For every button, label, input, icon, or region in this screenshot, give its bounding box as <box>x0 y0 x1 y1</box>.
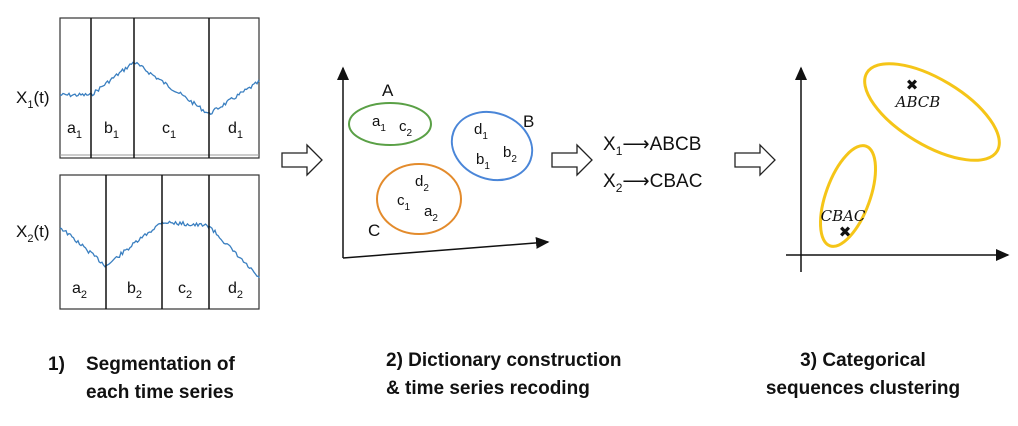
step2-caption-line2: & time series recoding <box>386 378 590 399</box>
step3-caption-line1: 3) Categorical <box>800 350 926 371</box>
step-arrow-icon <box>281 143 323 177</box>
cluster-ellipse <box>863 62 1001 162</box>
cluster-c-ellipse <box>376 163 462 235</box>
step1-caption-line1: Segmentation of <box>86 354 236 375</box>
cluster-b-ellipse <box>450 110 534 182</box>
point-marker-icon: ✖ <box>839 224 852 241</box>
member-label: d2 <box>415 173 429 194</box>
series2-line <box>59 220 260 279</box>
segment-label: c2 <box>178 280 192 301</box>
recoding-row: X2⟶CBAC <box>603 171 702 195</box>
clustering-panel: ✖ ABCB ✖ CBAC <box>786 62 1010 272</box>
x-axis <box>342 236 550 259</box>
cluster-ellipse <box>819 144 877 248</box>
segment-label: d1 <box>228 120 243 141</box>
segment-label: c1 <box>162 120 176 141</box>
sequence-label: ABCB <box>894 93 941 111</box>
series1-line <box>59 61 260 115</box>
series1-label: X1(t) <box>16 88 50 111</box>
point-marker-icon: ✖ <box>906 77 919 94</box>
captions: 1) Segmentation of each time series 2) D… <box>48 350 960 403</box>
member-label: b1 <box>476 151 490 172</box>
time-series-panel: X1(t) a1 b1 c1 d1 X2(t) a2 b2 c2 d2 <box>16 17 260 310</box>
step1-caption-line2: each time series <box>86 382 234 403</box>
recoding-row: X1⟶ABCB <box>603 134 701 158</box>
step-arrow-icon <box>734 143 776 177</box>
segment-label: a2 <box>72 280 87 301</box>
segment-label: d2 <box>228 280 243 301</box>
dictionary-panel: A a1 c2 B d1 b2 b1 C d2 c1 a2 <box>337 66 550 259</box>
cluster-a-ellipse <box>348 102 432 146</box>
cluster-a-label: A <box>382 81 394 100</box>
member-label: b2 <box>503 144 517 165</box>
series1-plot-frame <box>59 17 260 159</box>
member-label: d1 <box>474 121 488 142</box>
member-label: a2 <box>424 203 438 224</box>
series2-label: X2(t) <box>16 222 50 245</box>
step1-number: 1) <box>48 354 65 375</box>
cluster-b-label: B <box>523 112 534 131</box>
step3-caption-line2: sequences clustering <box>766 378 960 399</box>
cluster-c-label: C <box>368 221 380 240</box>
segment-label: b2 <box>127 280 142 301</box>
series2-plot-frame <box>59 174 260 310</box>
member-label: a1 <box>372 113 386 134</box>
recoding-list: X1⟶ABCB X2⟶CBAC <box>603 134 702 195</box>
segment-label: b1 <box>104 120 119 141</box>
member-label: c1 <box>397 192 411 213</box>
segment-label: a1 <box>67 120 82 141</box>
step2-caption-line1: 2) Dictionary construction <box>386 350 621 371</box>
step-arrow-icon <box>551 143 593 177</box>
member-label: c2 <box>399 118 413 139</box>
sequence-label: CBAC <box>821 207 866 225</box>
